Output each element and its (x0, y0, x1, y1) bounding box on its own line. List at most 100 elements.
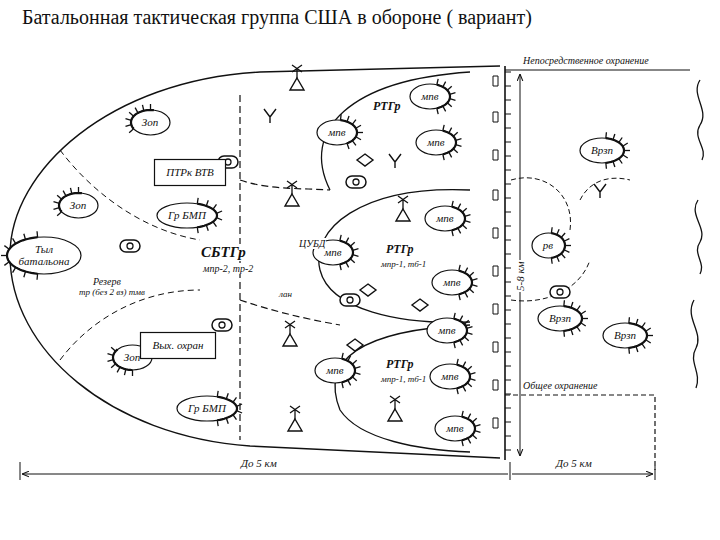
trench-tick (472, 418, 476, 422)
trench-tick (628, 317, 630, 323)
trench-tick (36, 231, 38, 237)
trench-tick (125, 118, 131, 120)
position-outline: Врзп (579, 137, 625, 164)
position-label: мпв (443, 276, 461, 288)
trench-tick (450, 92, 456, 94)
trench-tick (462, 224, 466, 228)
trench-tick (463, 386, 466, 391)
trench-tick (465, 267, 468, 272)
position-outline-shape (131, 110, 170, 135)
trench-tick (77, 187, 78, 193)
trench-arc (443, 130, 456, 153)
diagram-label: РТГр (372, 100, 402, 113)
trench-tick (465, 292, 468, 297)
position-label: Гр БМП (188, 402, 226, 414)
trench-tick (465, 214, 471, 216)
position-label: мпв (324, 246, 342, 258)
trench-tick (456, 138, 462, 140)
trench-arc (462, 416, 475, 439)
company-area-boundary (321, 72, 470, 190)
trench-tick (124, 369, 125, 375)
trench-tick (467, 382, 471, 386)
trench-arc (457, 364, 470, 387)
trench-tick (619, 158, 622, 163)
trench-tick (470, 378, 476, 380)
position-label: ПТРк ВТВ (166, 166, 214, 178)
trench-tick (605, 132, 607, 138)
trench-tick (458, 203, 461, 208)
position-outline: мпв (429, 363, 471, 390)
position-outline: Вых. охран (140, 332, 216, 359)
trench-tick (581, 310, 586, 313)
radar-symbol (288, 406, 302, 431)
trench-tick (456, 144, 462, 146)
position-outline-shape (532, 233, 565, 258)
trench-tick (563, 330, 565, 336)
diagram-label: лан (278, 290, 293, 300)
trench-tick (131, 370, 132, 376)
trench-tick (564, 238, 569, 241)
tank-symbol (340, 294, 360, 306)
trench-tick (467, 326, 473, 328)
radar-symbol (290, 65, 304, 90)
trench-tick (237, 410, 243, 412)
position-outline: Зоп (130, 109, 171, 136)
trench-tick (346, 262, 349, 267)
position-outline: Врзп (602, 322, 648, 349)
trench-tick (475, 424, 481, 426)
trench-tick (348, 380, 351, 385)
forward-edge-ticks (505, 72, 511, 450)
trench-tick (449, 127, 452, 132)
trench-tick (472, 284, 478, 286)
diagram-label: ЦУБД (298, 238, 326, 249)
position-outline-shape (177, 396, 237, 421)
trench-tick (457, 358, 458, 364)
trench-tick (561, 233, 565, 237)
trench-tick (462, 440, 463, 446)
trench-tick (646, 327, 651, 330)
trench-tick (352, 376, 356, 380)
position-label: Врзп (591, 144, 613, 156)
company-area-boundary (335, 325, 470, 452)
trench-tick (565, 244, 571, 245)
trench-tick (233, 414, 237, 419)
trench-tick (111, 347, 115, 351)
trench-arc (342, 358, 355, 381)
position-label: рв (543, 239, 554, 251)
position-outline-shape (410, 84, 450, 109)
trench-tick (550, 227, 552, 233)
trench-tick (642, 343, 645, 348)
trench-tick (459, 264, 460, 270)
trench-tick (340, 264, 341, 270)
trench-arc (452, 206, 465, 229)
trench-tick (350, 258, 354, 262)
trench-tick (556, 229, 558, 234)
trench-tick (564, 249, 569, 252)
position-outline: рв (531, 232, 566, 259)
trench-tick (468, 413, 471, 418)
trench-tick (206, 200, 208, 206)
position-outline: мпв (431, 269, 473, 296)
position-label: Гр БМП (168, 209, 206, 221)
sector-boundary (240, 95, 340, 440)
position-outline-shape (427, 318, 467, 343)
obstacle-marks (493, 76, 498, 428)
trench-tick (206, 225, 208, 231)
trench-tick (347, 143, 349, 149)
trench-tick (472, 278, 478, 280)
trench-tick (454, 342, 455, 348)
trench-tick (465, 220, 471, 222)
diagram-label: РТГр (385, 358, 415, 371)
position-outline: мпв (424, 205, 466, 232)
terrain-line (695, 200, 702, 274)
trench-tick (605, 162, 607, 168)
trench-tick (352, 140, 356, 145)
trench-tick (647, 334, 653, 335)
position-label: мпв (421, 90, 439, 102)
trench-tick (469, 272, 473, 276)
forward-edge-line (504, 66, 506, 460)
position-outline: Тыл батальона (6, 236, 82, 275)
trench-tick (70, 187, 71, 193)
